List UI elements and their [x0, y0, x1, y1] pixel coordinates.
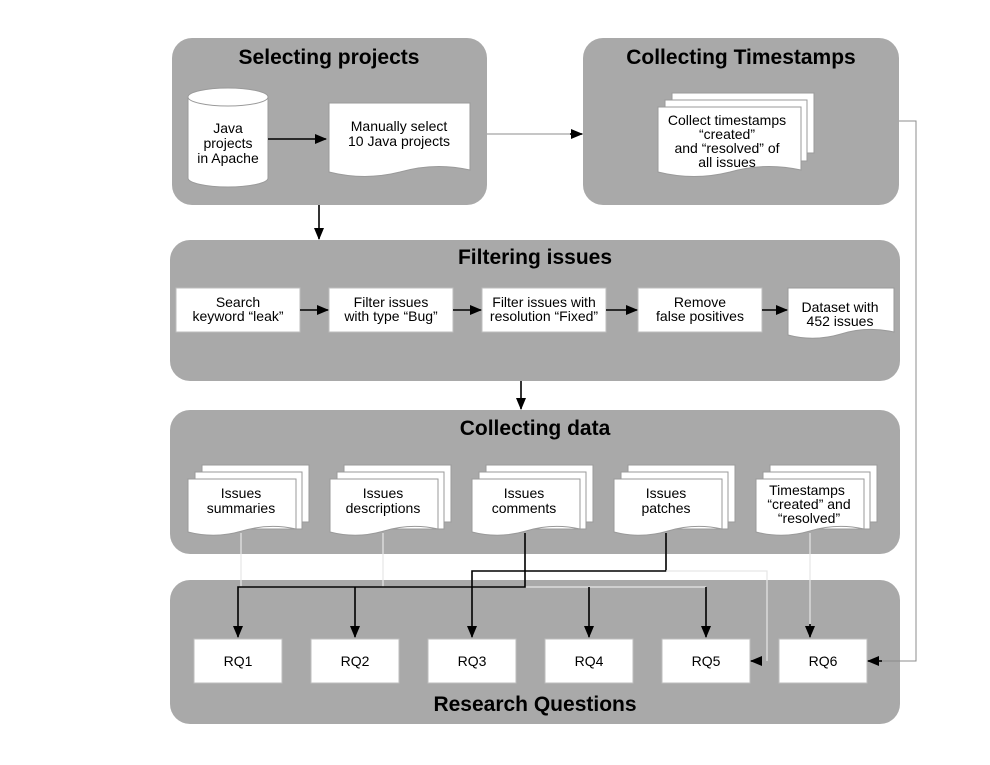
database-label-line-1: Java — [213, 120, 243, 136]
collect-timestamps-document-stack: Collect timestamps “created” and “resolv… — [657, 92, 815, 177]
comments-line-1: Issues — [504, 485, 544, 501]
rq4-box: RQ4 — [544, 638, 634, 684]
filter-step-4-line-2: false positives — [656, 308, 744, 324]
manual-selection-line-2: 10 Java projects — [348, 133, 450, 149]
rq6-box: RQ6 — [778, 638, 868, 684]
database-label-line-3: in Apache — [197, 150, 259, 166]
timestamps-data-line-1: Timestamps — [769, 482, 845, 498]
comments-line-2: comments — [492, 500, 557, 516]
rq5-label: RQ5 — [692, 653, 721, 669]
summaries-line-1: Issues — [221, 485, 261, 501]
filter-step-type-bug: Filter issues with type “Bug” — [328, 287, 454, 333]
panel-research-questions — [170, 580, 900, 724]
rq4-label: RQ4 — [575, 653, 604, 669]
collecting-data-title: Collecting data — [460, 417, 611, 440]
rq3-label: RQ3 — [458, 653, 487, 669]
issues-patches-documents: Issues patches — [613, 464, 736, 536]
apache-java-projects-database: Java projects in Apache — [187, 87, 269, 188]
issues-comments-documents: Issues comments — [471, 464, 594, 536]
rq6-label: RQ6 — [809, 653, 838, 669]
filter-step-1-line-2: keyword “leak” — [192, 308, 283, 324]
rq2-label: RQ2 — [341, 653, 370, 669]
manual-selection-document: Manually select 10 Java projects — [328, 102, 471, 177]
collect-timestamps-line-2: “created” — [699, 126, 755, 142]
dataset-document: Dataset with 452 issues — [787, 287, 895, 339]
collecting-timestamps-title: Collecting Timestamps — [626, 46, 856, 69]
dataset-line-1: Dataset with — [801, 299, 878, 315]
filtering-issues-title: Filtering issues — [458, 246, 612, 269]
filter-step-3-line-1: Filter issues with — [492, 294, 595, 310]
filter-step-2-line-1: Filter issues — [354, 294, 429, 310]
rq3-box: RQ3 — [427, 638, 517, 684]
rq2-box: RQ2 — [310, 638, 400, 684]
rq1-box: RQ1 — [193, 638, 283, 684]
issues-summaries-documents: Issues summaries — [187, 464, 310, 536]
rq5-box: RQ5 — [661, 638, 751, 684]
manual-selection-line-1: Manually select — [351, 118, 448, 134]
filter-step-4-line-1: Remove — [674, 294, 726, 310]
filter-step-3-line-2: resolution “Fixed” — [490, 308, 598, 324]
patches-line-1: Issues — [646, 485, 686, 501]
filter-step-resolution-fixed: Filter issues with resolution “Fixed” — [481, 287, 607, 333]
research-questions-title: Research Questions — [433, 693, 636, 716]
summaries-line-2: summaries — [207, 500, 275, 516]
filter-step-search-keyword: Search keyword “leak” — [175, 287, 301, 333]
selecting-projects-title: Selecting projects — [239, 46, 420, 69]
descriptions-line-1: Issues — [363, 485, 403, 501]
filter-step-remove-false-positives: Remove false positives — [637, 287, 763, 333]
data-to-rq-connectors — [233, 120, 917, 666]
timestamps-data-line-2: “created” and — [767, 496, 850, 512]
dataset-line-2: 452 issues — [807, 313, 874, 329]
database-label-line-2: projects — [203, 135, 252, 151]
collect-timestamps-line-3: and “resolved” of — [674, 140, 779, 156]
filter-step-1-line-1: Search — [216, 294, 260, 310]
descriptions-line-2: descriptions — [346, 500, 421, 516]
timestamps-data-line-3: “resolved” — [778, 510, 841, 526]
collect-timestamps-line-4: all issues — [698, 154, 756, 170]
patches-line-2: patches — [641, 500, 690, 516]
rq1-label: RQ1 — [224, 653, 253, 669]
timestamps-documents: Timestamps “created” and “resolved” — [755, 464, 878, 536]
collect-timestamps-line-1: Collect timestamps — [668, 112, 786, 128]
issues-descriptions-documents: Issues descriptions — [329, 464, 452, 536]
filter-step-2-line-2: with type “Bug” — [343, 308, 438, 324]
